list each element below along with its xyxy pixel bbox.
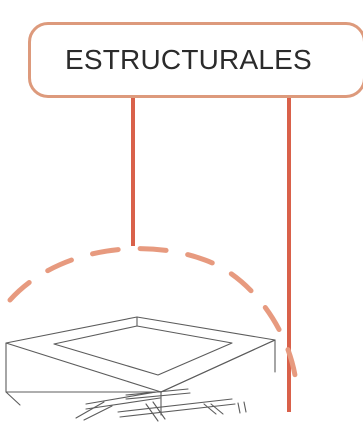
category-label: ESTRUCTURALES — [65, 44, 312, 75]
3d-frame-drawing-icon — [5, 316, 276, 422]
category-label-box: ESTRUCTURALES — [28, 22, 363, 98]
dashed-arc — [7, 246, 300, 393]
